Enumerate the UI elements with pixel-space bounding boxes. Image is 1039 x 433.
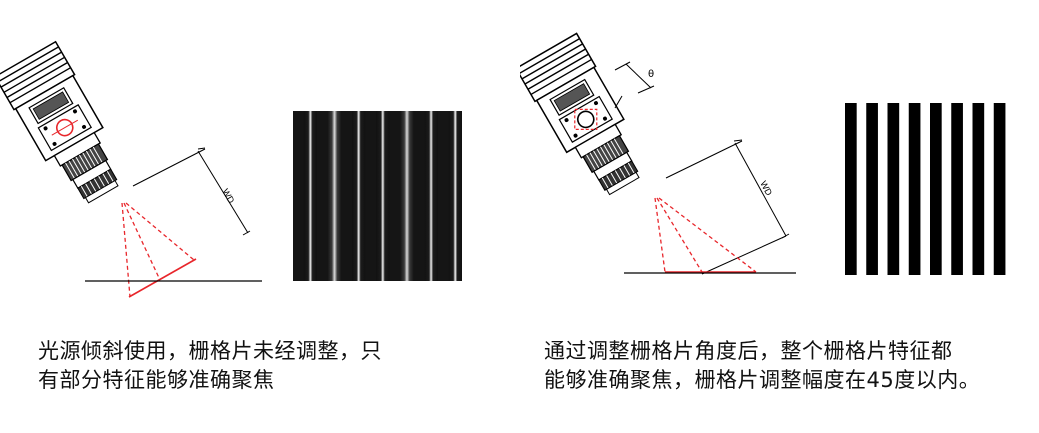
heat-sink — [520, 32, 597, 103]
left-caption: 光源倾斜使用，栅格片未经调整，只 有部分特征能够准确聚焦 — [38, 337, 508, 395]
grating-full-focus — [845, 103, 1006, 275]
light-source-device-adjusted — [520, 32, 640, 196]
grating-bar — [972, 103, 985, 275]
grating-gap — [376, 111, 390, 281]
grating-gap — [352, 111, 366, 281]
grating-bar — [845, 103, 857, 275]
wd-label: WD — [758, 179, 774, 197]
light-beams — [121, 202, 197, 298]
right-diagram: θ WD — [520, 32, 1006, 275]
theta-marker: θ — [614, 61, 655, 109]
left-caption-line1: 光源倾斜使用，栅格片未经调整，只 — [38, 339, 382, 363]
grating-gap — [327, 111, 342, 281]
left-diagram: WD — [0, 40, 462, 298]
grating-bar — [993, 103, 1006, 275]
light-beams — [654, 197, 757, 273]
grating-bar — [908, 103, 921, 275]
wd-dimension: WD — [132, 147, 251, 236]
theta-label: θ — [648, 69, 654, 80]
right-caption-line2: 能够准确聚焦，栅格片调整幅度在45度以内。 — [544, 368, 981, 392]
grating-gap — [400, 111, 414, 281]
grating-bar — [866, 103, 878, 275]
right-caption: 通过调整栅格片角度后，整个栅格片特征都 能够准确聚焦，栅格片调整幅度在45度以内… — [544, 337, 1039, 395]
grating-bar — [930, 103, 942, 275]
left-caption-line2: 有部分特征能够准确聚焦 — [38, 368, 275, 392]
grating-bar — [887, 103, 900, 275]
grating-partial-focus — [293, 111, 462, 281]
grating-gap — [448, 111, 462, 281]
grating-bar — [951, 103, 963, 275]
right-caption-line1: 通过调整栅格片角度后，整个栅格片特征都 — [544, 339, 953, 363]
light-source-device — [0, 40, 119, 204]
grating-gap — [424, 111, 438, 281]
grating-gap — [303, 111, 318, 281]
left-panel: WD 光源倾斜使用，栅格片未经调整，只 有部分特征能够准确聚焦 — [0, 40, 508, 395]
wd-label: WD — [220, 187, 236, 205]
wd-dimension: WD — [665, 139, 790, 275]
right-panel: θ WD 通过调整栅格片角度后，整个栅格片特征都 能够准确聚焦，栅格片调整幅度在… — [520, 0, 1039, 433]
